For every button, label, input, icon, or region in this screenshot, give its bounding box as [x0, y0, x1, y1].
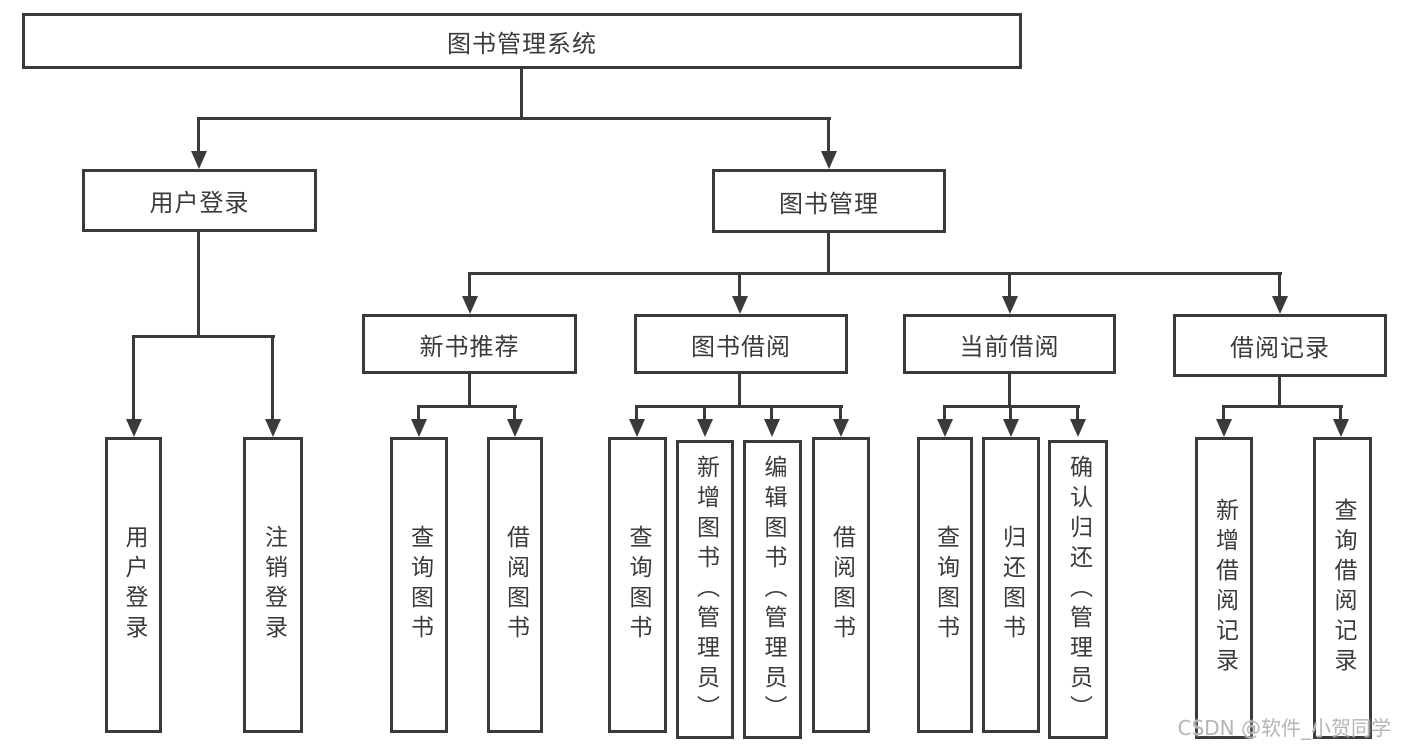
leaf-add-borrow-record: 新增借阅记录 — [1195, 437, 1253, 739]
connector-line — [199, 117, 831, 120]
arrow-down-icon — [191, 151, 207, 169]
connector-line — [132, 335, 135, 419]
arrow-down-icon — [821, 151, 837, 169]
connector-line — [419, 405, 517, 408]
connector-line — [1009, 405, 1012, 419]
connector-line — [197, 232, 200, 335]
leaf-logout: 注销登录 — [243, 437, 303, 733]
leaf-borrow-books-recommend: 借阅图书 — [487, 437, 543, 733]
arrow-down-icon — [1003, 419, 1019, 437]
connector-line — [839, 405, 842, 419]
arrow-down-icon — [1216, 419, 1232, 437]
arrow-down-icon — [462, 296, 478, 314]
connector-line — [1008, 272, 1011, 296]
connector-line — [1278, 272, 1281, 296]
connector-line — [945, 405, 1080, 408]
arrow-down-icon — [126, 419, 142, 437]
connector-line — [468, 272, 471, 296]
node-book-management: 图书管理 — [712, 169, 946, 233]
leaf-edit-book-admin: 编辑图书（管理员） — [743, 440, 802, 739]
leaf-query-borrow-record: 查询借阅记录 — [1313, 437, 1372, 739]
connector-line — [827, 233, 830, 272]
connector-line — [943, 405, 946, 419]
arrow-down-icon — [1333, 419, 1349, 437]
connector-line — [703, 405, 706, 419]
node-borrowing-records: 借阅记录 — [1173, 314, 1387, 377]
connector-line — [271, 335, 274, 419]
connector-line — [1222, 405, 1225, 419]
arrow-down-icon — [507, 419, 523, 437]
node-library-management-system: 图书管理系统 — [22, 13, 1022, 69]
leaf-return-book: 归还图书 — [982, 437, 1040, 733]
node-current-borrowing: 当前借阅 — [903, 314, 1116, 374]
watermark-text: CSDN @软件_小贺同学 — [1177, 716, 1391, 740]
connector-line — [738, 374, 741, 405]
node-new-book-recommend: 新书推荐 — [362, 314, 577, 374]
connector-line — [635, 405, 638, 419]
arrow-down-icon — [629, 419, 645, 437]
connector-line — [1076, 405, 1079, 419]
arrow-down-icon — [697, 419, 713, 437]
arrow-down-icon — [411, 419, 427, 437]
connector-line — [197, 117, 200, 151]
connector-line — [1224, 405, 1343, 408]
arrow-down-icon — [1070, 419, 1086, 437]
leaf-query-books-borrowing: 查询图书 — [608, 437, 667, 733]
node-book-borrowing: 图书借阅 — [634, 314, 848, 374]
connector-line — [470, 272, 1282, 275]
leaf-query-books-recommend: 查询图书 — [390, 437, 448, 733]
arrow-down-icon — [732, 296, 748, 314]
leaf-confirm-return-admin: 确认归还（管理员） — [1048, 440, 1108, 739]
leaf-borrow-books-borrowing: 借阅图书 — [812, 437, 870, 733]
leaf-user-login: 用户登录 — [105, 437, 162, 733]
connector-line — [513, 405, 516, 419]
leaf-query-books-current: 查询图书 — [917, 437, 973, 733]
arrow-down-icon — [937, 419, 953, 437]
connector-line — [738, 272, 741, 296]
connector-line — [637, 405, 843, 408]
connector-line — [827, 117, 830, 151]
connector-line — [770, 405, 773, 419]
arrow-down-icon — [833, 419, 849, 437]
connector-line — [468, 374, 471, 405]
arrow-down-icon — [1002, 296, 1018, 314]
leaf-add-book-admin: 新增图书（管理员） — [676, 440, 734, 739]
connector-line — [1008, 374, 1011, 405]
arrow-down-icon — [1272, 296, 1288, 314]
connector-line — [1278, 377, 1281, 405]
connector-line — [417, 405, 420, 419]
arrow-down-icon — [265, 419, 281, 437]
connector-line — [1339, 405, 1342, 419]
node-user-login: 用户登录 — [82, 169, 317, 232]
connector-line — [520, 69, 523, 117]
connector-line — [134, 335, 275, 338]
arrow-down-icon — [764, 419, 780, 437]
